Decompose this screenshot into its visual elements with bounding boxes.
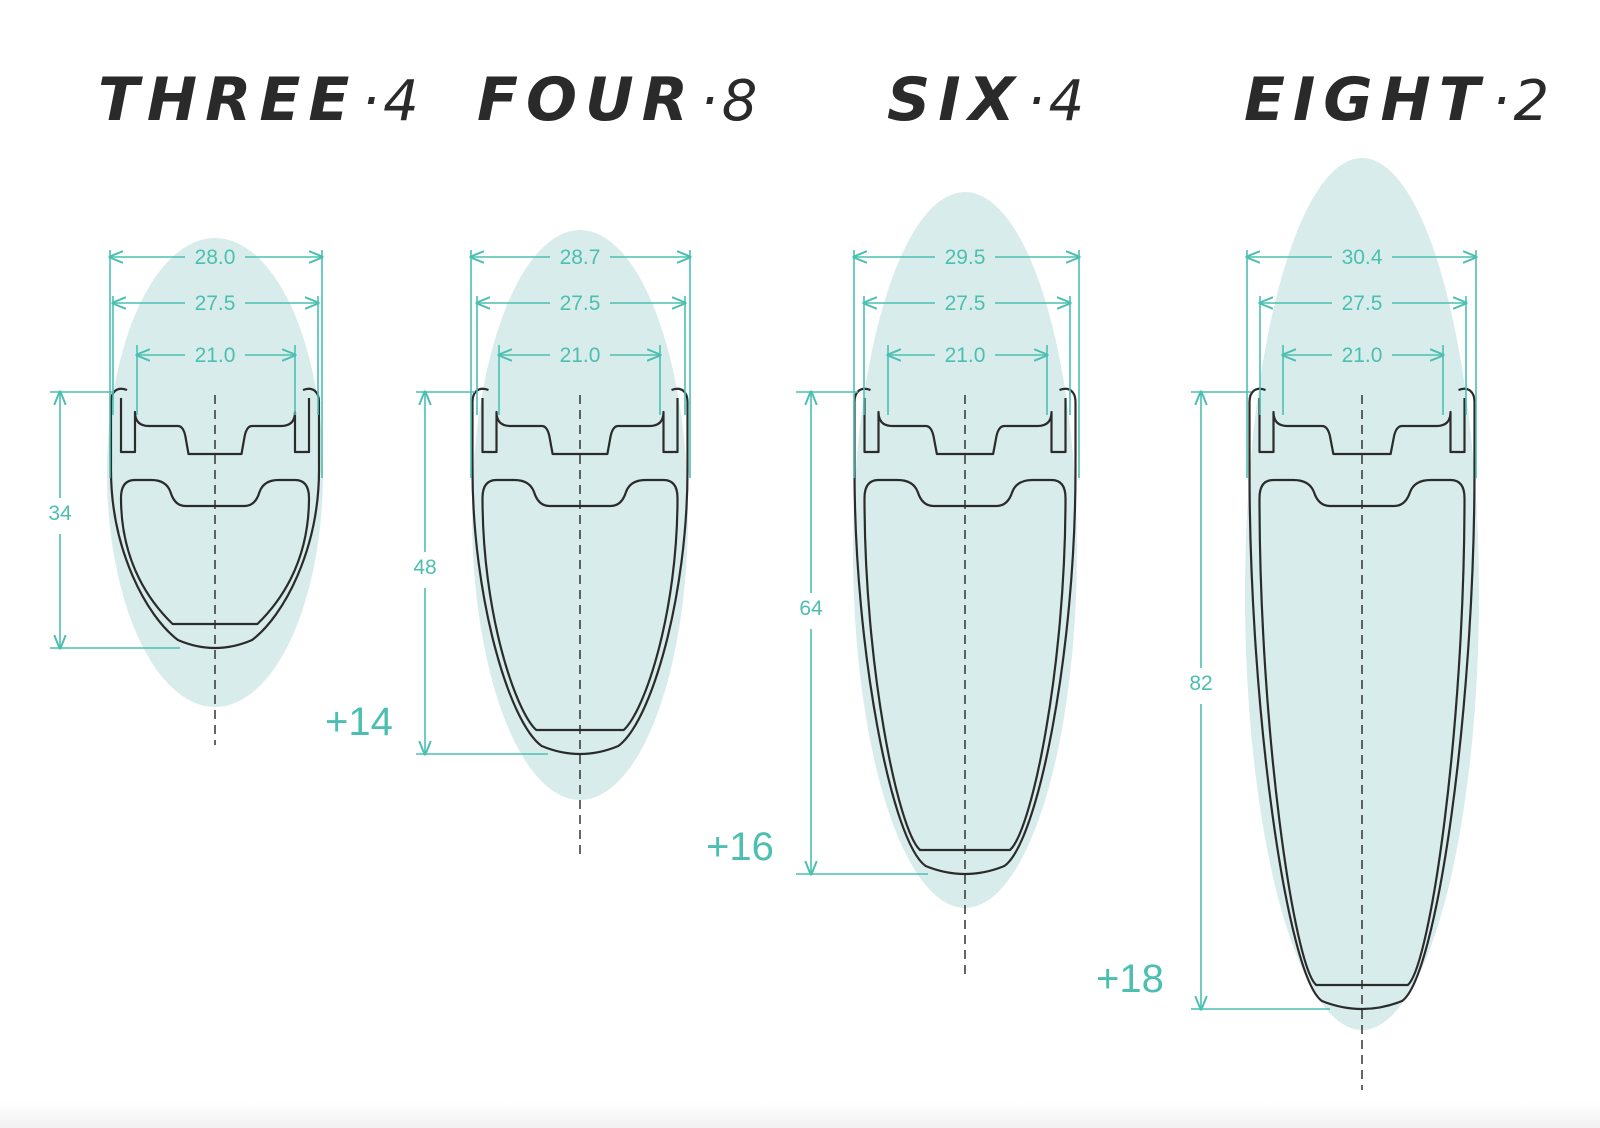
- bottom-fade: [0, 1102, 1600, 1128]
- dimension-depth: 48: [413, 392, 548, 754]
- rim-outer-profile: [1248, 387, 1476, 1011]
- depth-label: 82: [1189, 672, 1212, 695]
- dimension-outer-width: 30.4: [1247, 246, 1476, 478]
- dimension-label: 28.7: [560, 246, 601, 269]
- dimension-label: 21.0: [560, 344, 601, 367]
- rim-four-8: FOUR·828.727.521.048+14: [325, 65, 757, 860]
- dimension-inner-width: 21.0: [1283, 344, 1443, 415]
- rim-inner-cavity: [863, 478, 1067, 852]
- depth-label: 34: [48, 502, 72, 525]
- dimension-depth: 34: [48, 392, 180, 648]
- rim-tyre-bed: [1258, 398, 1466, 456]
- rim-outer-profile: [853, 387, 1077, 876]
- added-depth-label: +16: [706, 825, 774, 869]
- rim-eight-2: EIGHT·2 30.4 27.5 21.0 82 +18: [1096, 65, 1549, 1090]
- rim-title: EIGHT·2: [1244, 65, 1549, 135]
- rim-inner-cavity: [1258, 478, 1466, 987]
- dimension-hook-width: 27.5: [864, 292, 1070, 415]
- rim-title-number: 4: [1049, 69, 1085, 134]
- dimension-outer-width: 28.7: [471, 246, 690, 478]
- dimension-depth: 64: [796, 392, 928, 874]
- dimension-label: 27.5: [945, 292, 986, 315]
- rim-tyre-bed: [863, 398, 1067, 456]
- dimension-outer-width: 28.0: [110, 246, 322, 478]
- depth-label: 48: [413, 556, 436, 579]
- dimension-depth: 82: [1189, 392, 1330, 1009]
- rim-six-4: SIX·4 29.5 27.5 21.0 64 +16: [706, 65, 1084, 976]
- added-depth-label: +18: [1096, 957, 1164, 1001]
- rim-tyre-bed: [481, 398, 679, 456]
- dimension-label: 30.4: [1342, 246, 1383, 269]
- rim-title-name: FOUR: [477, 65, 696, 135]
- dimension-outer-width: 29.5: [854, 246, 1079, 478]
- dimension-inner-width: 21.0: [499, 344, 660, 415]
- dimension-hook-width: 27.5: [1260, 292, 1466, 415]
- rim-title: FOUR·8: [477, 65, 757, 135]
- rim-outer-profile: [471, 387, 689, 756]
- rim-title-name: EIGHT: [1244, 65, 1488, 135]
- rim-title-separator: ·: [1492, 69, 1510, 134]
- rim-title: SIX·4: [887, 65, 1084, 135]
- dimension-hook-width: 27.5: [113, 292, 318, 415]
- dimension-hook-width: 27.5: [477, 292, 685, 415]
- rim-title-number: 2: [1514, 69, 1550, 134]
- dimension-label: 27.5: [560, 292, 601, 315]
- rim-title-number: 8: [722, 69, 758, 134]
- dimension-inner-width: 21.0: [888, 344, 1047, 415]
- rim-outer-profile: [109, 387, 321, 650]
- rim-title-name: SIX: [887, 65, 1023, 135]
- rim-title-separator: ·: [700, 69, 718, 134]
- dimension-inner-width: 21.0: [137, 344, 295, 415]
- dimension-label: 27.5: [195, 292, 236, 315]
- rim-title-separator: ·: [361, 69, 379, 134]
- rim-title-separator: ·: [1027, 69, 1045, 134]
- dimension-label: 27.5: [1342, 292, 1383, 315]
- rim-title-name: THREE: [98, 65, 357, 135]
- dimension-label: 29.5: [945, 246, 986, 269]
- rim-inner-cavity: [481, 478, 679, 732]
- rim-inner-cavity: [119, 478, 311, 626]
- rim-title: THREE·4: [98, 65, 419, 135]
- dimension-label: 21.0: [945, 344, 986, 367]
- rim-three-4: THREE·4 28.0 27.5 21.0 34: [48, 65, 419, 745]
- rim-title-number: 4: [383, 69, 419, 134]
- added-depth-label: +14: [325, 700, 393, 744]
- dimension-label: 28.0: [195, 246, 236, 269]
- depth-label: 64: [799, 597, 823, 620]
- rim-tyre-bed: [119, 398, 311, 456]
- dimension-label: 21.0: [1342, 344, 1383, 367]
- dimension-label: 21.0: [195, 344, 236, 367]
